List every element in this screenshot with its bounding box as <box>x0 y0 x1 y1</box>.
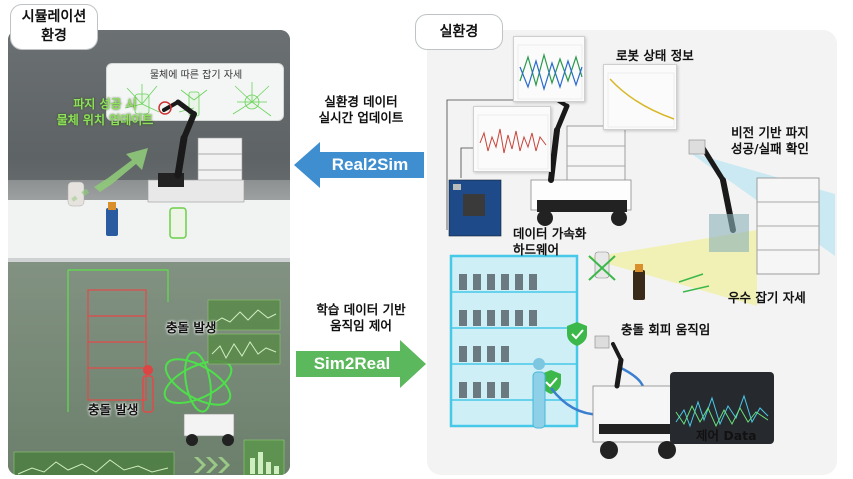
real-title-box: 실환경 <box>415 14 503 50</box>
sim-score-chart <box>243 439 285 475</box>
grasp-pose-label: 물체에 따른 잡기 자세 <box>149 70 243 81</box>
sim-shelf <box>87 289 147 401</box>
sim-table-objects <box>67 181 187 239</box>
real-human-figure <box>532 358 546 429</box>
simulation-title-line1: 시뮬레이션 <box>21 9 87 25</box>
sim-mobile-robot <box>147 137 245 203</box>
robot-status-chart-1 <box>513 36 585 102</box>
sim-path-line-2 <box>68 269 169 302</box>
sim-collision-orbit <box>163 351 233 413</box>
sim-robot-arm <box>162 99 197 179</box>
sim-mini-chart-1 <box>207 299 281 331</box>
grasp-pose-objects <box>124 82 272 117</box>
real-environment-panel <box>427 30 837 475</box>
simulation-panel: 물체에 따른 잡기 자세 <box>8 30 290 475</box>
collision-avoid-label: 충돌 회피 움직임 <box>621 322 711 337</box>
status-chart-1-lines <box>517 44 583 100</box>
sim-collision-details <box>13 269 285 475</box>
collision-label-upper: 충돌 발생 <box>166 320 217 335</box>
shelf-bottles <box>459 274 537 398</box>
real2sim-description-line2: 실시간 업데이트 <box>318 110 404 125</box>
real2sim-arrow-shape <box>294 142 424 188</box>
amber-bottle-icon <box>633 264 645 300</box>
callout-lines <box>446 99 513 230</box>
simulation-title-box: 시뮬레이션 환경 <box>10 4 98 50</box>
status-chart-2-lines <box>607 72 675 128</box>
real2sim-arrow: Real2Sim <box>294 142 424 188</box>
grasp-update-label: 파지 성공 시 물체 위치 업데이트 <box>46 96 164 128</box>
grasp-line-icon <box>678 273 710 293</box>
grasp-update-arrow-icon <box>71 148 148 202</box>
real2sim-description: 실환경 데이터 실시간 업데이트 <box>300 94 422 126</box>
check-shield-icon <box>567 322 587 346</box>
robot-status-label: 로봇 상태 정보 <box>616 48 694 63</box>
robot-status-chart-2 <box>603 64 677 130</box>
sim-log-chart <box>13 451 175 475</box>
vision-check-label: 비전 기반 파지 성공/실패 확인 <box>731 125 809 157</box>
sim-robot-scene <box>67 99 245 239</box>
sim2real-arrow: Sim2Real <box>296 340 426 388</box>
vision-check-line1: 비전 기반 파지 <box>731 125 809 140</box>
real-mobile-robot-bottom <box>592 335 684 459</box>
sim-mini-chart-2 <box>207 333 281 365</box>
real-shelf <box>449 254 579 428</box>
real-mobile-robot-top <box>530 94 632 226</box>
control-data-chart <box>670 372 774 444</box>
accel-hardware-line2: 하드웨어 <box>513 242 560 257</box>
robot-status-chart-3 <box>473 106 551 172</box>
status-chart-3-lines <box>477 114 549 170</box>
sim2real-arrow-shape <box>296 340 426 388</box>
pose-object-1 <box>124 84 160 115</box>
check-shield-icon-2 <box>541 370 561 394</box>
collision-label-lower: 충돌 발생 <box>88 402 139 417</box>
sim-grasp-target <box>158 101 172 115</box>
real-robot-right <box>688 139 820 275</box>
grasp-pose-box: 물체에 따른 잡기 자세 <box>106 63 284 121</box>
best-grasp-label: 우수 잡기 자세 <box>728 290 806 305</box>
pose-object-3 <box>232 82 272 117</box>
sim-mobile-robot-bottom <box>183 413 235 446</box>
sim-table <box>8 200 290 258</box>
sim-progress-chevrons <box>194 457 230 473</box>
grasp-update-line1: 파지 성공 시 <box>73 97 137 111</box>
sim2real-description: 학습 데이터 기반 움직임 제어 <box>300 302 422 334</box>
real2sim-label: Real2Sim <box>331 155 409 174</box>
accel-hardware-label: 데이터 가속화 하드웨어 <box>513 226 586 258</box>
sim-human-figure <box>142 365 154 413</box>
failed-object-icon <box>588 251 616 281</box>
grasp-update-line2: 물체 위치 업데이트 <box>56 113 154 127</box>
simulation-title-line2: 환경 <box>41 28 67 44</box>
accel-hardware-line1: 데이터 가속화 <box>513 226 587 241</box>
vision-check-line2: 성공/실패 확인 <box>731 141 809 156</box>
accel-board-icon <box>448 179 502 237</box>
sim2real-description-line2: 움직임 제어 <box>330 318 392 333</box>
real-scene <box>446 94 835 459</box>
control-data-label: 제어 Data <box>696 428 757 443</box>
sim2real-description-line1: 학습 데이터 기반 <box>316 302 406 317</box>
sim2real-label: Sim2Real <box>313 354 391 373</box>
control-data-lines <box>675 394 769 428</box>
real2sim-description-line1: 실환경 데이터 <box>324 94 398 109</box>
